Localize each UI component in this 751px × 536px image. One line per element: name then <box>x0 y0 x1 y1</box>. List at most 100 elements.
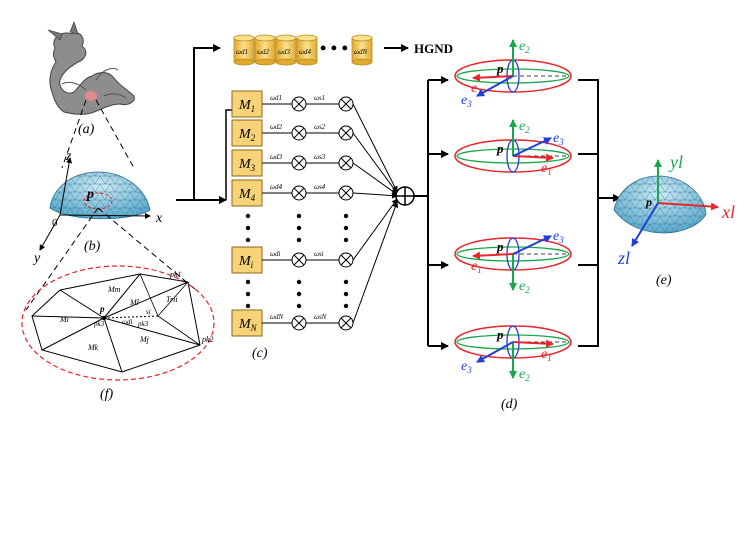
tri-label-pi3: pk3 <box>93 320 105 328</box>
xl-axis <box>657 202 719 211</box>
ellipsis-dot <box>296 237 302 243</box>
wd-label: ωdi <box>270 250 280 258</box>
tri-label-mj: Mj <box>139 335 150 344</box>
ellipsis-dot <box>245 237 251 243</box>
axis-label-x: x <box>155 211 163 226</box>
tri-label-wdi: ωdi <box>122 318 132 326</box>
model-row: Mi ωdi ωsi <box>231 198 398 274</box>
zoom-line <box>95 99 135 169</box>
zl-axis <box>631 202 659 247</box>
weight-label: ωd2 <box>257 48 269 56</box>
tri-label-p: p <box>99 304 105 314</box>
wd-label: ωd1 <box>270 94 282 102</box>
weight-cylinder: ωdN <box>351 34 373 66</box>
ellipsoid-point-label: p <box>496 327 504 342</box>
tri-label-mk: Mk <box>87 343 99 352</box>
model-row: M3 ωd3 ωs3 <box>231 149 398 195</box>
axis-vector-label: e3 <box>461 359 472 375</box>
hgnd-ellipsis: • • • <box>320 38 348 58</box>
weight-cylinder: ωd1 <box>233 34 255 66</box>
axis-vector-label: e2 <box>519 279 530 295</box>
panel-label-e: (e) <box>656 273 672 288</box>
axis-vector-label: e1 <box>541 161 552 177</box>
ellipsis-dot <box>245 279 251 285</box>
axis-vector-label: e2 <box>519 367 530 383</box>
ellipsoid-point-label: p <box>496 61 504 76</box>
ellipsis-dot <box>343 291 349 297</box>
tri-label-mm: Mm <box>107 285 121 294</box>
axis-vector-label: e1 <box>471 259 482 275</box>
weight-label: ωd1 <box>236 48 248 56</box>
point-label-e: p <box>645 195 652 209</box>
weight-cylinder: ωd3 <box>275 34 297 66</box>
zoom-ellipse <box>21 265 215 381</box>
model-label: M4 <box>238 187 256 203</box>
axis-label-z: z <box>65 149 72 164</box>
hgnd-branch-arrow <box>193 44 221 200</box>
x-axis <box>59 212 151 219</box>
model-label: M2 <box>238 127 256 143</box>
zoom-line <box>61 99 87 169</box>
axis-vector-label: e3 <box>461 93 472 109</box>
ws-label: ωs3 <box>314 153 326 161</box>
yl-label: yl <box>668 152 683 172</box>
model-label: Mi <box>238 254 254 270</box>
ellipsis-dot <box>245 291 251 297</box>
ellipsis-dot <box>343 237 349 243</box>
ellipsis-dot <box>343 303 349 309</box>
model-label: MN <box>238 317 258 333</box>
triangle-fan <box>31 273 201 373</box>
hgnd-label: HGND <box>414 41 453 56</box>
tri-label-mi: Mi <box>59 315 69 324</box>
tri-label-pk2: pk2 <box>201 335 214 344</box>
ellipsis-dot <box>296 225 302 231</box>
surface-patch-e <box>613 175 707 234</box>
weight-label: ωd4 <box>299 48 311 56</box>
ellipsis-dot <box>296 213 302 219</box>
ws-label: ωsN <box>314 313 327 321</box>
ws-label: ωsi <box>314 250 324 258</box>
zoom-line <box>25 207 99 311</box>
ellipsoid-point-label: p <box>496 239 504 254</box>
ellipsoid: e2 e1 e3 p <box>454 229 572 295</box>
ellipsis-dot <box>245 213 251 219</box>
wd-label: ωdN <box>270 313 283 321</box>
axis-label-y: y <box>32 251 41 266</box>
y-axis <box>39 214 61 251</box>
ws-label: ωs4 <box>314 183 326 191</box>
model-label: M3 <box>238 157 256 173</box>
tri-label-ml: Ml <box>129 298 140 307</box>
weight-label: ωd3 <box>278 48 290 56</box>
weight-label: ωdN <box>354 48 367 56</box>
wd-label: ωd2 <box>270 123 282 131</box>
axis-vector-label: e3 <box>553 229 564 245</box>
axis-vector-label: e1 <box>541 347 552 363</box>
point-label-b: p <box>86 187 94 202</box>
ws-label: ωs1 <box>314 94 325 102</box>
wd-label: ωd3 <box>270 153 282 161</box>
surface-patch-b <box>49 171 151 220</box>
ellipsis-dot <box>296 291 302 297</box>
origin-label: 0 <box>52 217 58 229</box>
z-axis <box>59 157 73 216</box>
axis-vector-label: e3 <box>553 131 564 147</box>
tri-label-pk3: pk3 <box>137 320 149 328</box>
ellipsoid: e2 e1 e3 p <box>454 325 572 383</box>
model-row: M1 ωd1 ωs1 <box>231 90 398 193</box>
ellipsis-dot <box>296 303 302 309</box>
ellipsoid-point-label: p <box>496 141 504 156</box>
tri-label-pk1: pk1 <box>169 270 182 279</box>
center-point <box>101 315 107 321</box>
zoom-line <box>97 207 197 291</box>
model-label: M1 <box>238 98 255 114</box>
zl-label: zl <box>617 248 630 268</box>
ellipsis-dot <box>343 213 349 219</box>
ellipsis-dot <box>343 225 349 231</box>
panel-label-b: (b) <box>84 239 101 254</box>
